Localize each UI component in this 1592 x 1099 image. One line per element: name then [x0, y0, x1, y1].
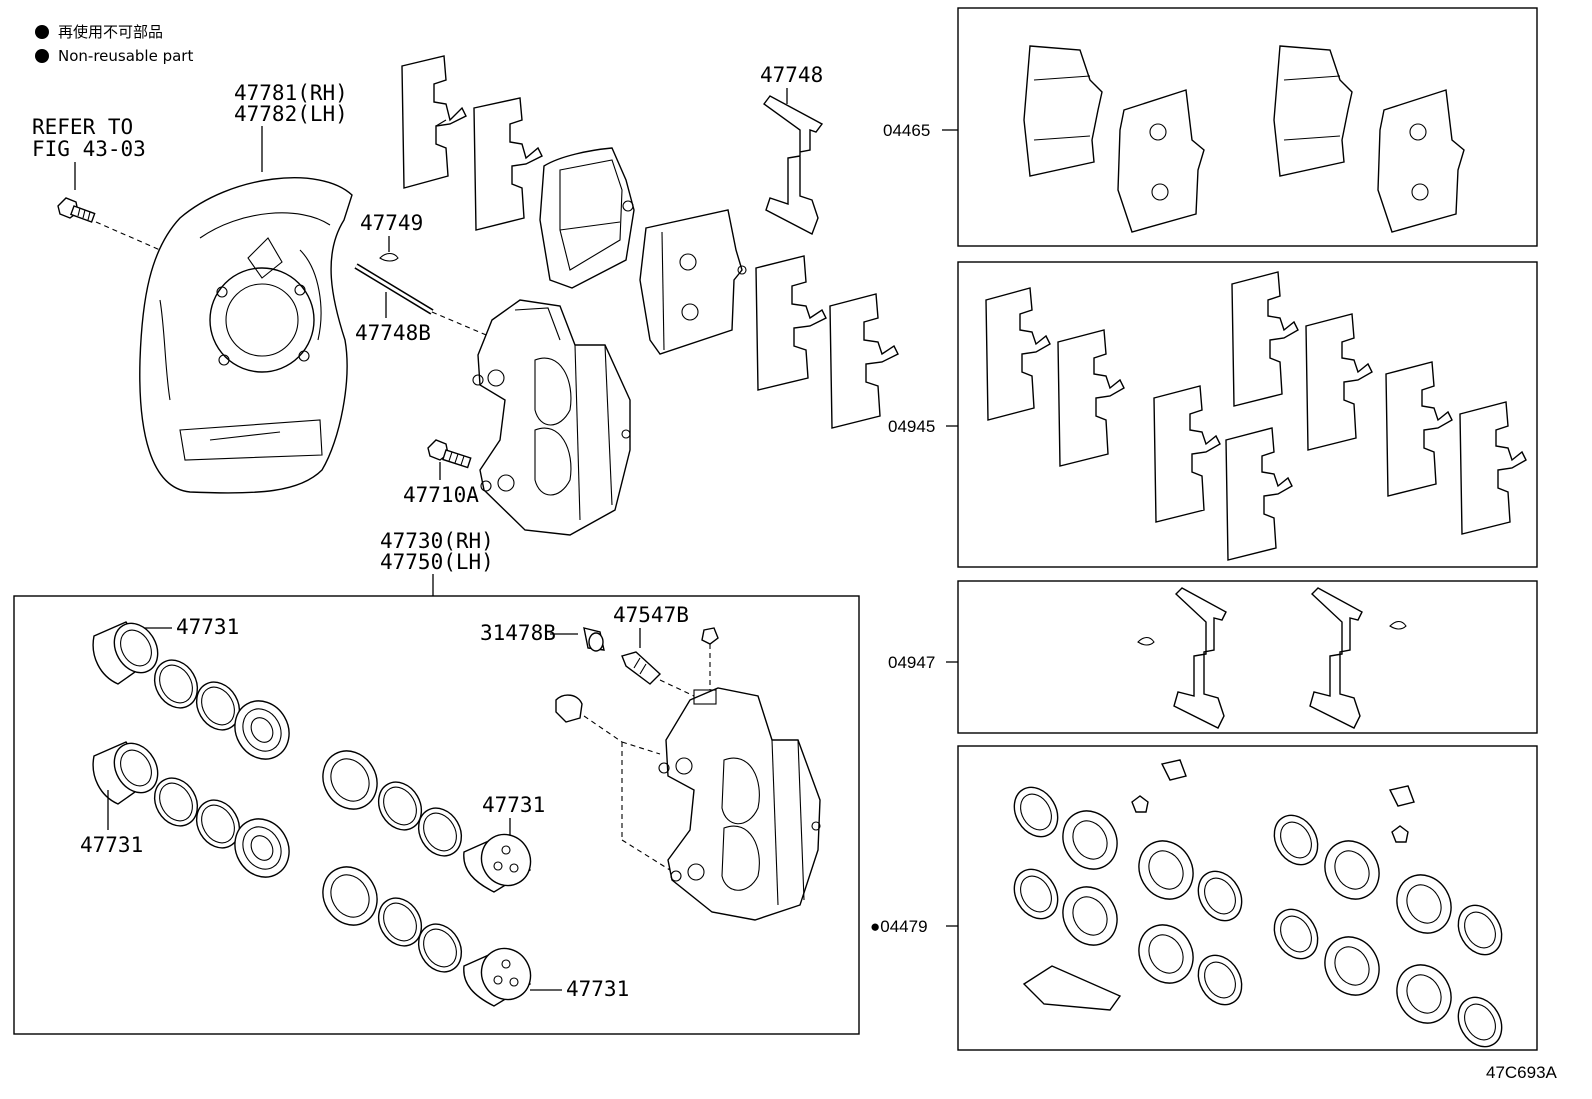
legend-english: Non-reusable part	[58, 47, 193, 65]
bleeder-cap[interactable]	[583, 627, 605, 652]
anti-squeal-shim[interactable]	[755, 255, 827, 391]
legend: 再使用不可部品 Non-reusable part	[35, 23, 193, 65]
brake-pad[interactable]	[639, 209, 747, 355]
kit-04465[interactable]: 04465	[883, 121, 930, 140]
cylinder-kit-box	[957, 745, 1538, 1051]
piston-seal[interactable]	[370, 774, 430, 837]
caliper-assembly[interactable]	[472, 299, 631, 536]
spring-set[interactable]	[1137, 587, 1407, 729]
figure-code: 47C693A	[1486, 1063, 1558, 1082]
pad-kit-box	[957, 7, 1538, 247]
caliper-plug[interactable]	[555, 694, 583, 723]
piston[interactable]	[92, 735, 166, 805]
label-47782[interactable]: 47782(LH)	[234, 102, 348, 126]
piston[interactable]	[92, 615, 166, 685]
refer-to-line2[interactable]: FIG 43-03	[32, 137, 146, 161]
piston-seal[interactable]	[410, 800, 470, 863]
brake-pad[interactable]	[539, 147, 635, 289]
bleeder-plug[interactable]	[621, 651, 662, 685]
caliper-cylinder[interactable]	[658, 687, 821, 921]
seal-kit[interactable]	[1006, 759, 1511, 1055]
label-47750[interactable]: 47750(LH)	[380, 550, 494, 574]
label-47731-d[interactable]: 47731	[566, 977, 629, 1001]
anti-squeal-shim[interactable]	[401, 55, 467, 189]
anti-squeal-shim[interactable]	[829, 293, 899, 429]
piston[interactable]	[463, 825, 540, 894]
cylinder-boot[interactable]	[312, 857, 387, 935]
label-47731-c[interactable]: 47731	[482, 793, 545, 817]
label-47748[interactable]: 47748	[760, 63, 823, 87]
label-47781[interactable]: 47781(RH)	[234, 81, 348, 105]
label-47731-b[interactable]: 47731	[80, 833, 143, 857]
piston-seal[interactable]	[188, 792, 248, 855]
disc-brake-pad[interactable]	[1273, 45, 1353, 177]
piston-seal[interactable]	[146, 652, 206, 715]
piston[interactable]	[463, 939, 540, 1008]
legend-japanese: 再使用不可部品	[58, 23, 163, 41]
piston-seal[interactable]	[410, 916, 470, 979]
refer-to-line1[interactable]: REFER TO	[32, 115, 133, 139]
shim-set[interactable]	[985, 271, 1527, 561]
non-reusable-bullet-icon	[35, 25, 49, 39]
label-31478B[interactable]: 31478B	[480, 621, 556, 645]
clip-icon[interactable]	[379, 252, 399, 262]
piston-seal[interactable]	[146, 770, 206, 833]
disc-brake-pad[interactable]	[1377, 89, 1465, 233]
label-47731-a[interactable]: 47731	[176, 615, 239, 639]
anti-squeal-shim[interactable]	[473, 97, 543, 231]
shim-kit-box	[957, 261, 1538, 568]
cylinder-boot[interactable]	[224, 691, 299, 769]
cylinder-boot[interactable]	[312, 741, 387, 819]
label-47547B[interactable]: 47547B	[613, 603, 689, 627]
spring-kit-box	[957, 580, 1538, 734]
bolt-icon[interactable]	[57, 197, 96, 223]
label-47730[interactable]: 47730(RH)	[380, 529, 494, 553]
kit-04479[interactable]: ●04479	[870, 917, 928, 936]
kit-04945[interactable]: 04945	[888, 417, 935, 436]
pad-support-spring[interactable]	[763, 95, 824, 235]
disc-brake-dust-cover[interactable]	[139, 177, 353, 494]
label-47748B[interactable]: 47748B	[355, 321, 431, 345]
pad-pin[interactable]	[354, 263, 434, 315]
caliper-bolt[interactable]	[427, 439, 472, 469]
piston-seal[interactable]	[188, 674, 248, 737]
non-reusable-bullet-icon	[35, 49, 49, 63]
bleeder-nut[interactable]	[701, 627, 719, 645]
kit-04947[interactable]: 04947	[888, 653, 935, 672]
disc-brake-pad[interactable]	[1023, 45, 1103, 177]
piston-seal[interactable]	[370, 890, 430, 953]
label-47710A[interactable]: 47710A	[403, 483, 479, 507]
cylinder-boot[interactable]	[224, 809, 299, 887]
disc-brake-pad[interactable]	[1117, 89, 1205, 233]
cylinder-assembly-box	[13, 595, 860, 1035]
label-47749[interactable]: 47749	[360, 211, 423, 235]
